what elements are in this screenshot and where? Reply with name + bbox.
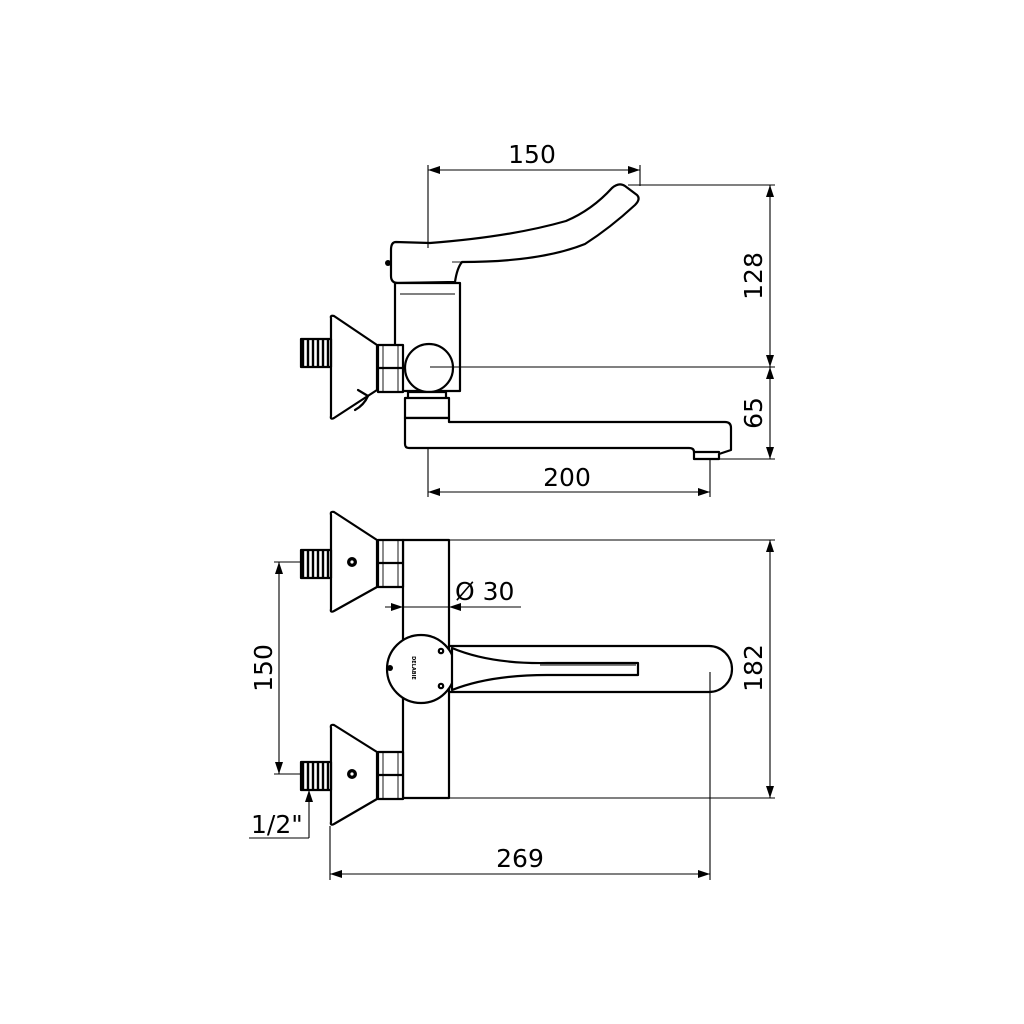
dim-label-spout-length: 200 <box>543 463 591 492</box>
top-handle-lever <box>450 646 640 692</box>
top-handle-logo: DELABIE <box>410 656 416 680</box>
dim-label-height-top: 128 <box>739 252 768 300</box>
dim-label-handle-width: 150 <box>508 140 556 169</box>
top-inlet-upper <box>299 510 405 613</box>
dim-label-height-spout: 65 <box>739 397 768 429</box>
top-inlet-lower <box>299 723 405 826</box>
side-wall-flange <box>329 314 379 420</box>
top-view: DELABIE <box>299 510 734 826</box>
side-spout <box>403 416 733 461</box>
dim-label-diameter: Ø 30 <box>455 577 514 606</box>
top-view-dimensions: Ø 30 150 182 269 1/2" <box>249 539 775 880</box>
side-view <box>299 183 733 461</box>
side-mixing-ball <box>403 342 455 394</box>
side-handle-lever <box>389 183 640 285</box>
dim-label-thread: 1/2" <box>251 810 303 839</box>
dim-label-inlet-spacing: 150 <box>249 644 278 692</box>
side-view-dimensions: 150 128 65 200 <box>427 140 775 497</box>
dim-label-total-width: 269 <box>496 844 544 873</box>
dim-label-depth: 182 <box>739 644 768 692</box>
top-handle-disc <box>385 633 457 705</box>
